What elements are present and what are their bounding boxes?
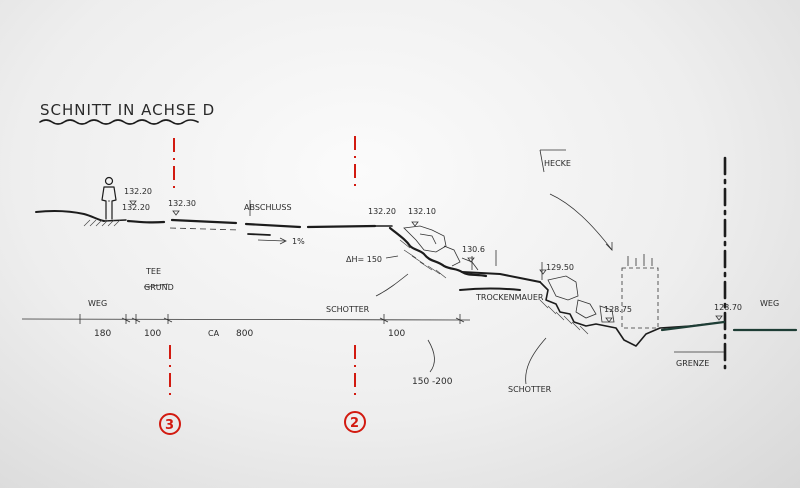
label-tee-1: TEE (145, 267, 161, 276)
elev-130-6: 130.6 (462, 245, 485, 254)
lower-terrain: 128.75 128.70 (459, 254, 798, 347)
elev-132-20-under: 132.20 (122, 203, 150, 212)
elev-132-20-mid: 132.20 (368, 207, 396, 216)
dim-100a: 100 (144, 329, 161, 339)
dim-180: 180 (94, 329, 111, 339)
elev-132-20-left: 132.20 (124, 187, 152, 196)
elev-128-75: 128.75 (604, 305, 632, 314)
axis-2: 2 (344, 136, 366, 433)
dim-100b: 100 (388, 329, 405, 339)
upper-terrain (35, 209, 393, 245)
drawing-title: SCHNITT IN ACHSE D (40, 101, 215, 119)
dim-150-200: 150 -200 (412, 377, 453, 387)
title-underline (39, 119, 199, 125)
elev-132-30: 132.30 (168, 199, 196, 208)
label-hecke: HECKE (544, 159, 571, 168)
axis-3: 3 (159, 138, 181, 435)
label-schotter-right: SCHOTTER (508, 385, 552, 394)
axis-3-number: 3 (165, 418, 174, 433)
label-delta-h: ΔH= 150 (346, 255, 382, 264)
rock-embankment: 130.6 129.50 (388, 225, 574, 280)
dimension-line: 180 100 CA 800 100 150 -200 (21, 314, 471, 387)
elev-129-50: 129.50 (546, 263, 574, 272)
slope-label: 1% (292, 237, 305, 246)
person-figure (101, 176, 117, 220)
dim-ca: CA (208, 329, 220, 338)
label-trockenmauer: TROCKENMAUER (475, 293, 544, 302)
dim-800: 800 (236, 329, 253, 339)
label-tee-2: GRUND (144, 283, 174, 292)
label-abschluss: ABSCHLUSS (244, 203, 292, 212)
label-weg-left: WEG (88, 299, 107, 308)
elevation-marks-upper: 132.20 132.20 132.30 ABSCHLUSS 1% 132.20… (122, 187, 436, 246)
label-weg-right: WEG (760, 299, 779, 308)
elev-128-70: 128.70 (714, 303, 742, 312)
axis-2-number: 2 (350, 416, 359, 431)
elev-132-10: 132.10 (408, 207, 436, 216)
hedge-box (621, 267, 659, 329)
label-schotter-left: SCHOTTER (326, 305, 370, 314)
label-grenze: GRENZE (676, 359, 709, 368)
